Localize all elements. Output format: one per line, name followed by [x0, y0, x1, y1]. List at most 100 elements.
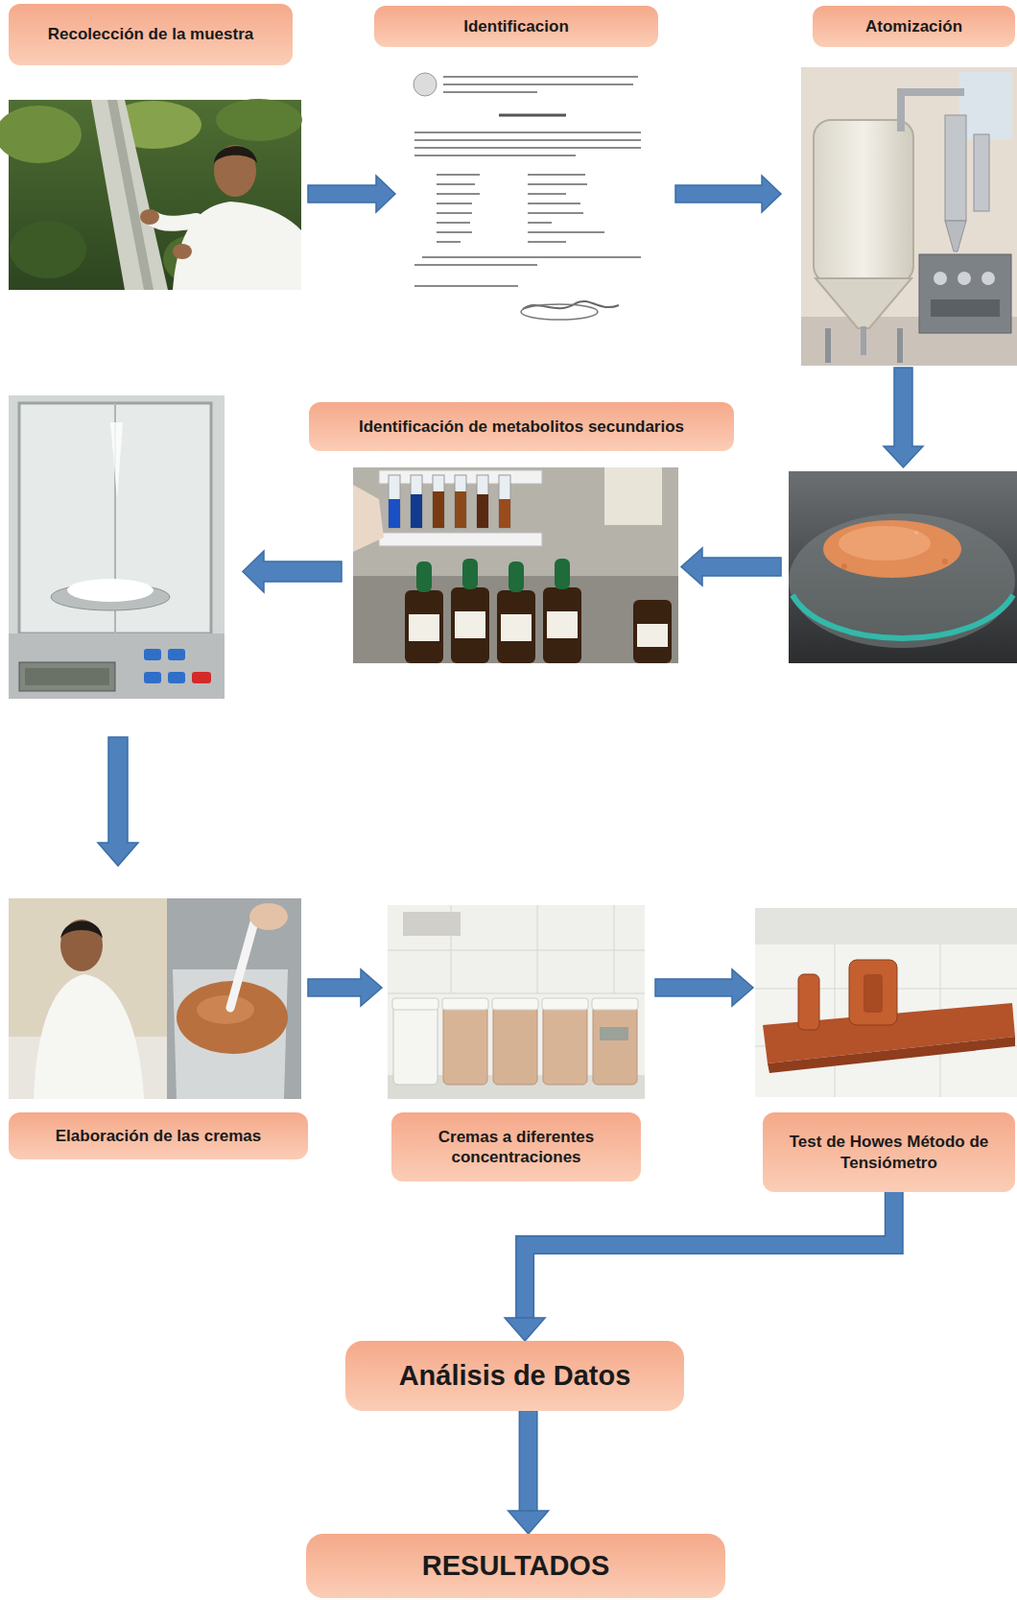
flow-arrow-part [675, 175, 781, 213]
cream-jars-photo [387, 904, 645, 1099]
cream-preparation-photo-part [166, 898, 302, 1099]
collection-photo-part [9, 220, 87, 279]
certificate-document-part [405, 63, 645, 332]
howes-device-photo-part [798, 973, 820, 1030]
cream-jars-photo-part [387, 949, 645, 951]
connector-outline [519, 1410, 539, 1511]
spray-dryer-photo-part [825, 328, 831, 363]
certificate-document-part [436, 192, 480, 195]
howes-device-photo-part [755, 907, 1017, 1097]
cream-jars-photo-part [537, 904, 539, 994]
test-tubes-photo-part [353, 484, 384, 552]
test-tubes-photo-part-part [404, 590, 444, 663]
certificate-document-part [498, 114, 567, 118]
analytical-balance-photo-part [167, 648, 186, 661]
test-tubes-photo-part-part [462, 558, 478, 590]
analytical-balance-photo-part [191, 671, 212, 684]
test-tubes-photo-part-part [496, 590, 536, 663]
analytical-balance-photo-part [167, 671, 186, 684]
flow-arrow-part [681, 547, 781, 586]
certificate-document-part [436, 231, 473, 234]
cream-preparation-photo-part [60, 921, 103, 939]
step-label: Identificacion [463, 16, 569, 37]
cream-jars-photo-part [493, 1005, 538, 1085]
analytical-balance-photo-part [8, 633, 225, 699]
cream-jars-photo-part [599, 1026, 629, 1041]
cream-jars-photo-part-part [492, 997, 539, 1010]
collection-photo-part [91, 99, 168, 290]
step-label: Identificación de metabolitos secundario… [358, 416, 685, 437]
collection-photo-part [153, 218, 197, 224]
certificate-document-part [436, 173, 480, 176]
flow-connector [504, 1191, 895, 1341]
collection-photo-part [215, 98, 303, 142]
powder-photo-part [788, 471, 1017, 663]
test-tubes-photo-part-part [508, 561, 524, 592]
certificate-document-part [520, 304, 598, 320]
collection-photo-part [172, 243, 192, 260]
test-tubes-photo-part [454, 474, 467, 528]
test-tubes-photo-part-part [450, 587, 490, 663]
flow-connector [508, 1410, 549, 1534]
analytical-balance-photo-part [24, 667, 110, 686]
analytical-balance-photo [8, 395, 225, 699]
test-tubes-photo-part [454, 491, 467, 528]
analytical-balance-photo-part [67, 578, 154, 602]
test-tubes-photo-part [410, 474, 423, 528]
howes-device-photo-part [863, 973, 883, 1013]
certificate-document-part [414, 139, 641, 142]
spray-dryer-photo-part [933, 271, 947, 285]
certificate-document-part [436, 221, 471, 224]
certificate-document-part [527, 221, 552, 224]
step-label-box: Identificacion [374, 5, 659, 48]
spray-dryer-photo-part [981, 271, 995, 285]
certificate-document-part [413, 72, 437, 96]
test-tubes-photo-part-part [546, 611, 578, 639]
certificate-document-part [414, 154, 576, 157]
flow-arrow-part [883, 367, 923, 468]
powder-photo-part [914, 530, 919, 535]
collection-photo-part [213, 144, 257, 197]
powder-photo-part [841, 563, 848, 569]
certificate-document [405, 63, 645, 332]
step-label-box: Recolección de la muestra [8, 3, 293, 66]
test-tubes-photo-part [498, 474, 511, 528]
spray-dryer-photo-part [813, 119, 914, 284]
summary-box: RESULTADOS [306, 1533, 726, 1598]
connector-outline [524, 1191, 895, 1318]
spray-dryer-photo-part [815, 278, 912, 329]
powder-photo-part [838, 525, 931, 561]
howes-device-photo-part [849, 959, 898, 1025]
howes-device-photo [755, 907, 1017, 1097]
test-tubes-photo-part-part [637, 623, 668, 647]
cream-preparation-photo-part [33, 973, 144, 1099]
cream-jars-photo-part-part [442, 997, 489, 1010]
collection-photo-part [107, 99, 154, 290]
step-label-box: Elaboración de las cremas [8, 1111, 308, 1159]
certificate-document-part [436, 202, 473, 205]
certificate-document-part [527, 192, 567, 195]
test-tubes-photo-part [604, 467, 663, 525]
cream-jars-photo-part [443, 1005, 488, 1085]
cream-preparation-photo-part [8, 898, 167, 1099]
spray-dryer-photo-part [860, 326, 867, 355]
analytical-balance-photo-part [110, 422, 123, 499]
collection-photo [0, 98, 303, 290]
test-tubes-photo-part [408, 611, 668, 647]
arrow-head [508, 1510, 549, 1534]
connector-line [520, 1410, 537, 1511]
spray-dryer-photo-part [945, 115, 967, 221]
test-tubes-photo-part [378, 532, 543, 546]
analytical-balance-photo-part [19, 662, 116, 691]
certificate-document-part [436, 183, 475, 186]
powder-photo-part [792, 594, 1014, 639]
cream-preparation-photo-part [249, 902, 288, 930]
certificate-document-part [422, 256, 641, 259]
test-tubes-photo-part [416, 558, 570, 592]
test-tubes-photo-part-part [416, 561, 432, 592]
cream-jars-photo-part [392, 997, 639, 1010]
certificate-document-part [527, 212, 584, 214]
spray-dryer-photo-part [957, 271, 971, 285]
analytical-balance-photo-part [8, 395, 225, 699]
certificate-document-part [527, 240, 567, 243]
